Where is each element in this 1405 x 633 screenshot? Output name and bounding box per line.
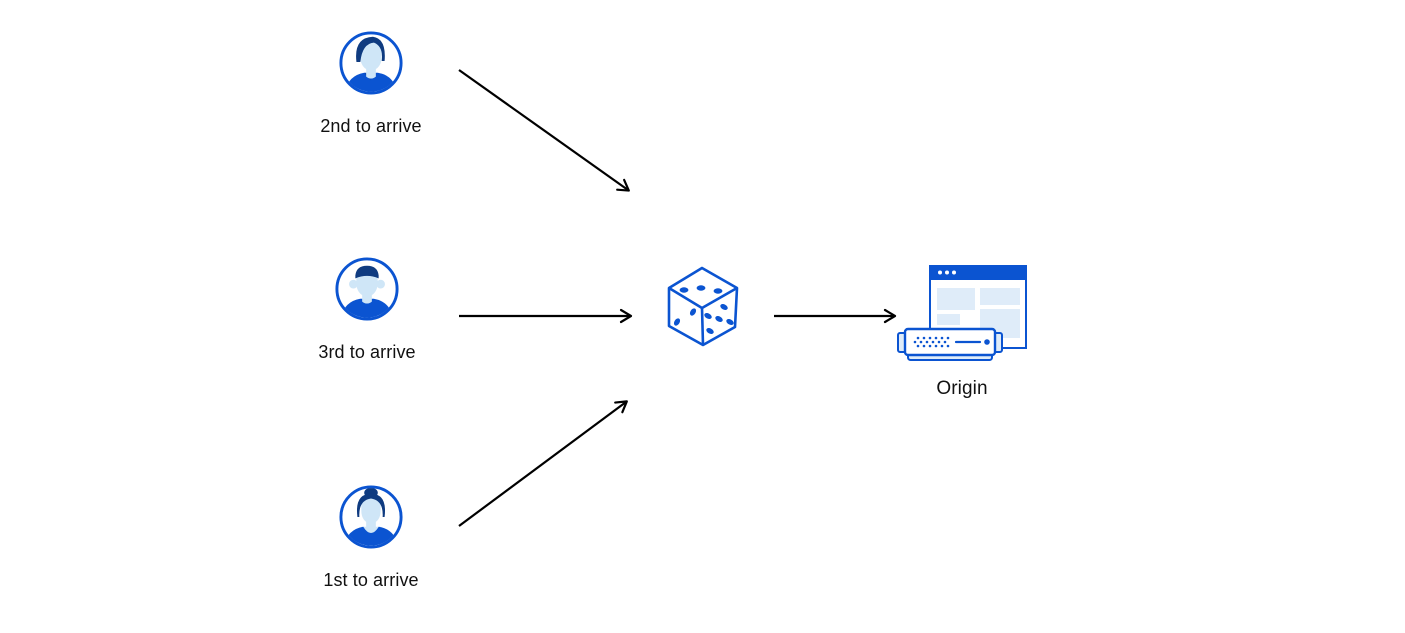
client-2nd-label: 2nd to arrive — [320, 116, 422, 136]
server-icon — [897, 327, 1003, 361]
person-avatar-icon — [339, 31, 403, 95]
origin-label: Origin — [936, 378, 988, 399]
origin-server-icon — [897, 265, 1027, 361]
client-2nd: 2nd to arrive — [320, 30, 422, 136]
client-1st-label: 1st to arrive — [323, 570, 419, 590]
person-avatar-icon — [335, 257, 399, 321]
client-3rd: 3rd to arrive — [318, 256, 416, 362]
arrow-client-2nd-to-dice — [458, 69, 630, 192]
server-vent-dots — [913, 336, 950, 348]
dice-pips — [673, 285, 734, 334]
dice-icon — [667, 266, 739, 347]
client-1st: 1st to arrive — [323, 484, 419, 590]
client-3rd-label: 3rd to arrive — [318, 342, 416, 362]
arrow-client-1st-to-dice — [458, 400, 628, 527]
person-avatar-icon — [339, 485, 403, 549]
origin-group: Origin — [894, 260, 1030, 399]
